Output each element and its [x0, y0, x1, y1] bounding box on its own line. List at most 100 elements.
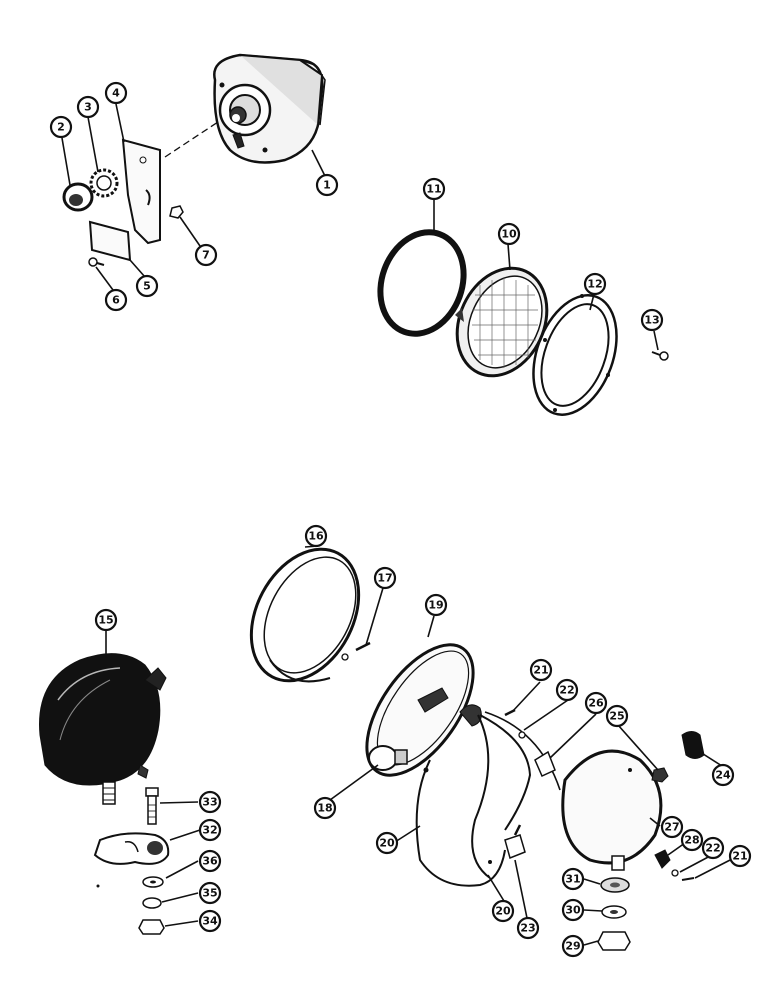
switch-knob	[681, 731, 705, 759]
callout-label: 6	[112, 294, 120, 307]
callout-11: 11	[422, 177, 446, 201]
callout-33: 33	[198, 790, 222, 814]
lamp-socket	[459, 704, 482, 727]
callout-4: 4	[104, 81, 128, 105]
rubber-gasket-ring	[377, 229, 467, 337]
callout-35: 35	[198, 881, 222, 905]
callout-28: 28	[680, 828, 704, 852]
nut-29	[597, 931, 631, 951]
callout-label: 5	[143, 280, 151, 293]
callout-6: 6	[104, 288, 128, 312]
star-lock-washer	[89, 168, 119, 198]
sealed-beam-group	[377, 229, 669, 416]
callout-label: 3	[84, 101, 92, 114]
callout-20: 20	[491, 899, 515, 923]
callout-1: 1	[315, 173, 339, 197]
nut-28	[654, 849, 671, 869]
callout-32: 32	[198, 818, 222, 842]
callout-label: 10	[501, 228, 517, 241]
callout-label: 11	[426, 183, 441, 196]
washer-22-upper	[518, 731, 526, 739]
sealed-beam-lamp	[455, 266, 549, 378]
callout-label: 21	[732, 850, 747, 863]
callout-10: 10	[497, 222, 521, 246]
callout-7: 7	[194, 243, 218, 267]
callout-label: 25	[609, 710, 624, 723]
callout-12: 12	[583, 272, 607, 296]
callout-label: 4	[112, 87, 120, 100]
mounting-bracket	[121, 138, 161, 245]
callout-label: 32	[202, 824, 217, 837]
callout-21: 21	[728, 844, 752, 868]
callout-label: 33	[202, 796, 217, 809]
wire-harness-upper	[415, 759, 506, 887]
callout-22: 22	[555, 678, 579, 702]
callout-label: 1	[323, 179, 331, 192]
callout-label: 36	[202, 855, 218, 868]
callout-18: 18	[313, 796, 337, 820]
callout-label: 26	[588, 697, 604, 710]
horn-body	[213, 53, 326, 164]
callout-label: 29	[565, 940, 580, 953]
lamp-door-ring	[249, 547, 361, 683]
flood-lamp-assembly	[39, 653, 170, 935]
callout-label: 28	[684, 834, 699, 847]
work-lamp-assembly	[249, 547, 705, 951]
callout-label: 22	[559, 684, 574, 697]
callout-label: 20	[495, 905, 511, 918]
nut-25	[651, 767, 669, 783]
callout-29: 29	[561, 934, 585, 958]
callout-25: 25	[605, 704, 629, 728]
callout-label: 7	[202, 249, 210, 262]
lamp-housing	[39, 653, 161, 786]
screw-21-lower	[681, 877, 695, 881]
callout-label: 22	[705, 842, 720, 855]
callout-2: 2	[49, 115, 73, 139]
callout-label: 13	[644, 314, 659, 327]
callout-label: 12	[587, 278, 602, 291]
callout-20: 20	[375, 831, 399, 855]
callout-3: 3	[76, 95, 100, 119]
screw	[88, 257, 105, 267]
hex-nut	[62, 182, 94, 212]
callout-30: 30	[561, 898, 585, 922]
callout-15: 15	[94, 608, 118, 632]
toggle-switch	[504, 824, 526, 860]
small-nut	[169, 205, 184, 219]
ring-screw-17	[341, 641, 371, 661]
lamp-back-housing	[561, 749, 663, 871]
callout-21: 21	[529, 658, 553, 682]
callout-label: 23	[520, 922, 535, 935]
lamp-bulb	[368, 745, 408, 771]
callout-19: 19	[424, 593, 448, 617]
callout-label: 35	[202, 887, 217, 900]
callout-22: 22	[701, 836, 725, 860]
leader-lines	[61, 103, 735, 946]
callout-label: 30	[565, 904, 581, 917]
callout-13: 13	[640, 308, 664, 332]
backing-plate	[88, 220, 132, 262]
mounting-bolt	[145, 787, 159, 825]
callout-34: 34	[198, 909, 222, 933]
reflector	[365, 643, 475, 777]
callout-label: 20	[379, 837, 395, 850]
retaining-ring	[532, 294, 618, 416]
callout-label: 2	[57, 121, 65, 134]
wire-harness-lower	[471, 714, 491, 879]
callout-label: 16	[308, 530, 324, 543]
callout-label: 19	[428, 599, 443, 612]
callout-16: 16	[304, 524, 328, 548]
callout-23: 23	[516, 916, 540, 940]
callout-label: 18	[317, 802, 332, 815]
hex-nut-bottom	[138, 919, 165, 935]
callout-label: 15	[98, 614, 113, 627]
callout-24: 24	[711, 763, 735, 787]
horn-assembly	[62, 53, 326, 267]
callout-5: 5	[135, 274, 159, 298]
callout-label: 24	[715, 769, 731, 782]
callout-31: 31	[561, 867, 585, 891]
callout-17: 17	[373, 566, 397, 590]
callout-label: 27	[664, 821, 679, 834]
lock-washer	[142, 897, 162, 909]
